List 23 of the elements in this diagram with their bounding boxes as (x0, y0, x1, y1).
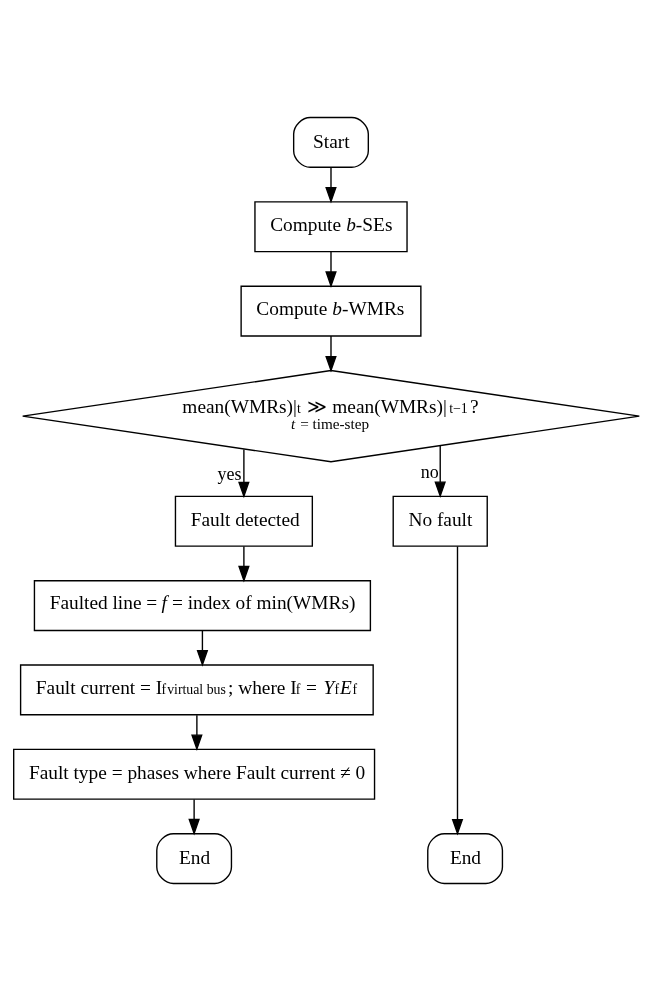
node-box: Fault current = Ifvirtual bus; where If = YfEf (19, 664, 374, 716)
node-box: Compute b-WMRs (240, 285, 422, 337)
arrow (188, 798, 200, 836)
arrow (325, 335, 337, 373)
arrow (196, 630, 209, 667)
node-box: Compute b-SEs (254, 201, 408, 253)
arrow (325, 167, 337, 204)
arrow (191, 714, 203, 752)
arrow (238, 448, 250, 499)
node-box: End (427, 833, 504, 885)
arrow (451, 545, 464, 836)
node-box: Fault type = phases where Fault current ≠ 0 (13, 748, 376, 800)
node-box: Fault detected (174, 495, 313, 547)
node-box: Start (292, 116, 369, 168)
node-box: Faulted line = f = index of min(WMRs) (33, 580, 372, 632)
node-box: No fault (392, 495, 488, 547)
arrow (434, 445, 447, 499)
edge-label: no (420, 462, 439, 483)
node-diamond: mean(WMRs)|t ≫ mean(WMRs)|t−1? t = time-step (22, 369, 640, 463)
edge-label: yes (217, 464, 242, 485)
node-box: End (156, 833, 233, 885)
arrow (325, 251, 337, 288)
arrow (238, 545, 250, 583)
